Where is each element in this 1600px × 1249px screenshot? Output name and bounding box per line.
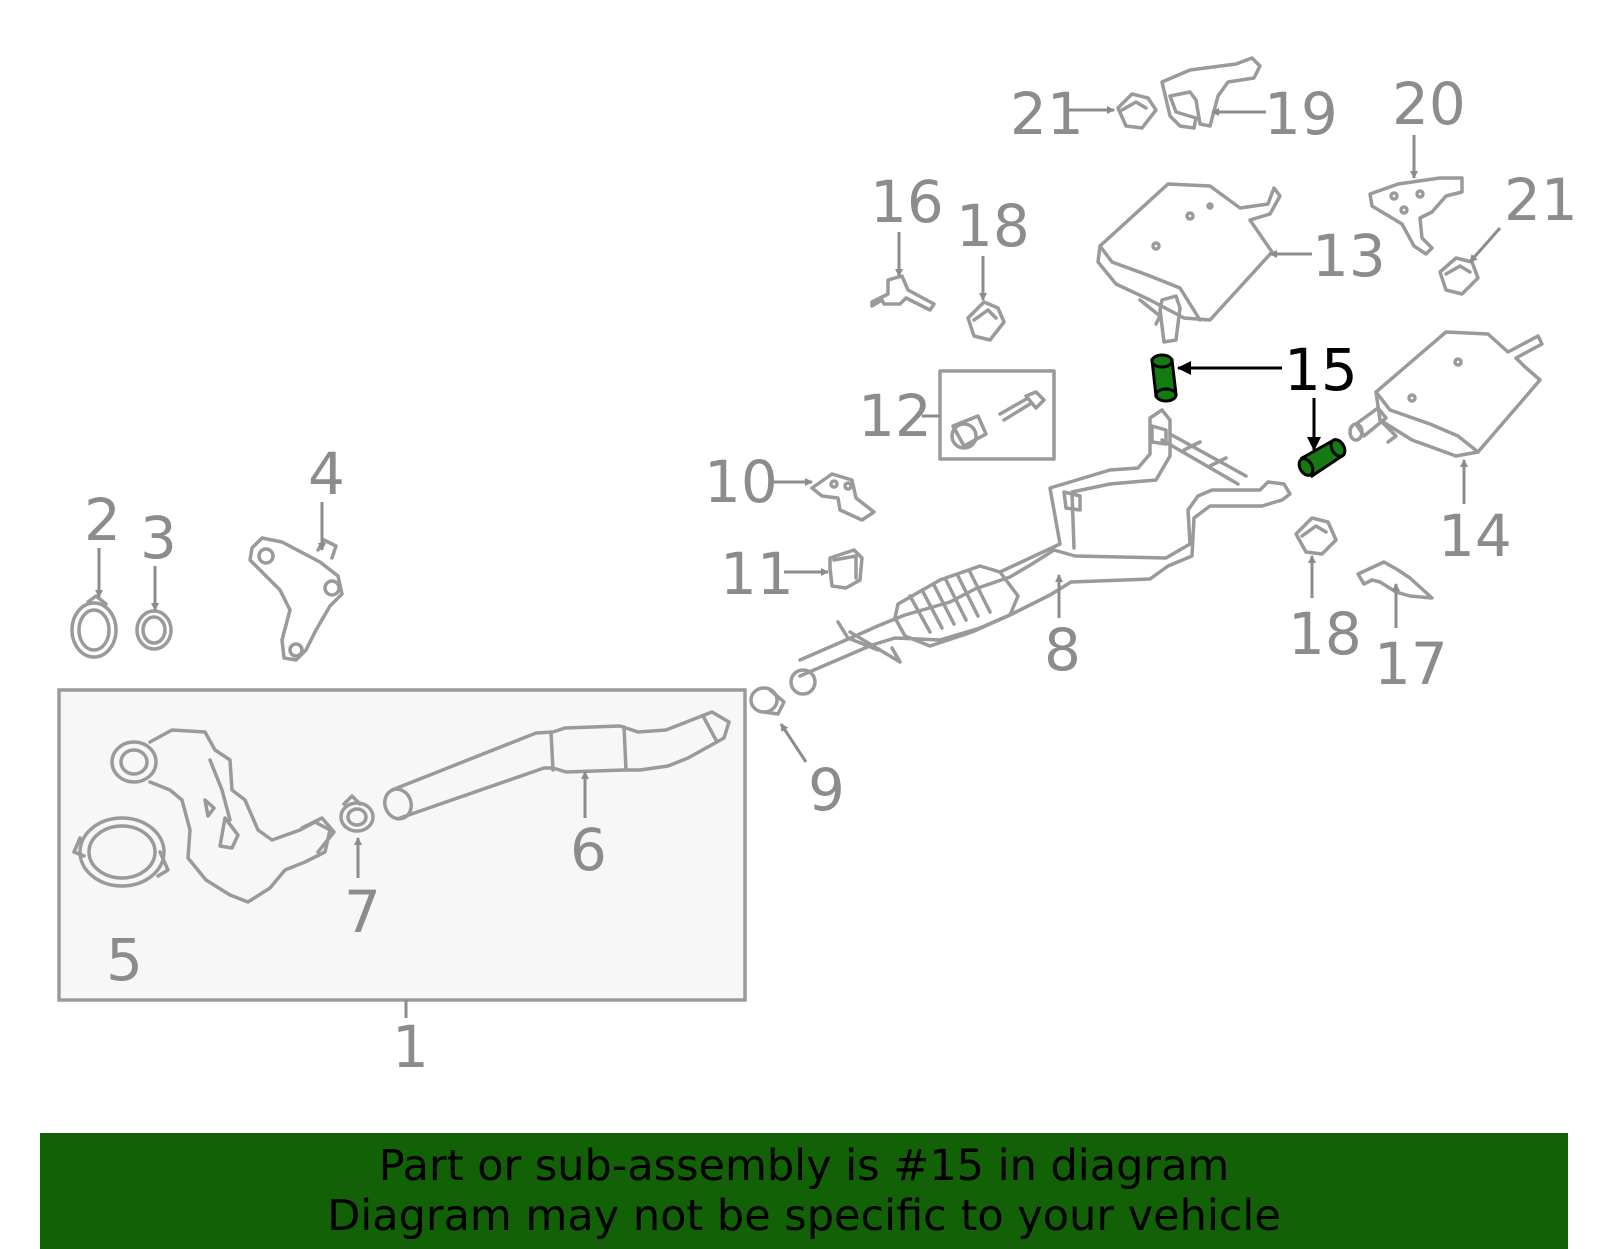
callout-8: 8 [1044,616,1081,684]
part-13-muffler[interactable] [1096,182,1282,344]
callout-3: 3 [140,504,177,572]
callout-16: 16 [870,168,944,236]
banner-line-1: Part or sub-assembly is #15 in diagram [378,1141,1230,1191]
part-9-clamp[interactable] [749,686,786,716]
part-4-bracket[interactable] [248,536,344,662]
part-10-bracket[interactable] [810,472,876,522]
part-2-gasket[interactable] [70,594,118,659]
callout-9: 9 [808,756,845,824]
callout-1: 1 [392,1013,429,1081]
part-16-bracket[interactable] [870,274,936,312]
part-1-manifold[interactable] [110,728,336,904]
callout-15: 15 [1284,336,1358,404]
callout-5: 5 [106,926,143,994]
part-11-rubber[interactable] [828,548,864,590]
callout-2: 2 [84,486,121,554]
callout-21-top: 21 [1010,80,1084,148]
part-15-coupler-lower[interactable] [1296,437,1347,479]
callout-20: 20 [1392,70,1466,138]
callout-10: 10 [704,448,778,516]
part-21-rubber-top[interactable] [1116,92,1158,130]
part-14-muffler[interactable] [1348,330,1544,458]
part-20-bracket[interactable] [1368,176,1464,256]
callout-21-right: 21 [1504,166,1578,234]
part-21-rubber-right[interactable] [1438,256,1480,296]
part-3-gasket[interactable] [135,609,173,651]
callout-11: 11 [720,540,794,608]
part-7-clamp[interactable] [339,794,375,833]
callout-14: 14 [1438,502,1512,570]
part-15-coupler-upper[interactable] [1150,353,1178,403]
part-12-kit[interactable] [938,369,1056,461]
part-18-rubber-top[interactable] [966,300,1006,342]
banner-line-2: Diagram may not be specific to your vehi… [327,1191,1281,1241]
callout-7: 7 [344,878,381,946]
callout-18-top: 18 [956,192,1030,260]
callout-18-right: 18 [1288,600,1362,668]
part-8-center-pipe[interactable] [789,408,1292,696]
callout-4: 4 [308,440,345,508]
callout-12: 12 [858,382,932,450]
assembly-1-box [57,688,747,1002]
part-17-bracket[interactable] [1356,560,1434,600]
part-5-clamp[interactable] [72,816,170,888]
callout-13: 13 [1312,222,1386,290]
info-banner: Part or sub-assembly is #15 in diagram D… [40,1133,1568,1249]
callout-19: 19 [1264,80,1338,148]
callout-6: 6 [570,816,607,884]
callout-17: 17 [1374,630,1448,698]
part-6-pipe[interactable] [381,710,731,823]
part-19-bracket[interactable] [1160,56,1262,130]
part-18-rubber-right[interactable] [1294,516,1338,556]
